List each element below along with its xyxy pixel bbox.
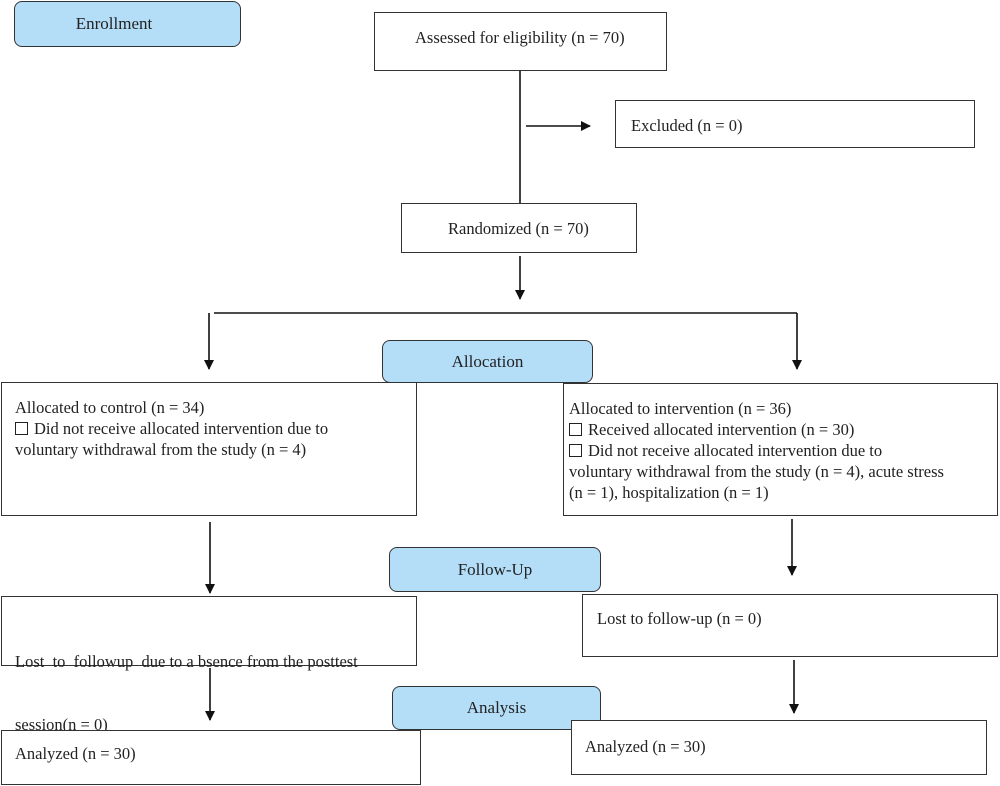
control-allocation-title: Allocated to control (n = 34) bbox=[15, 398, 205, 417]
assessed-box: Assessed for eligibility (n = 70) bbox=[374, 12, 667, 71]
control-allocation-item-text: Did not receive allocated intervention d… bbox=[34, 419, 329, 438]
intervention-followup-text: Lost to follow-up (n = 0) bbox=[597, 609, 762, 628]
intervention-followup-box: Lost to follow-up (n = 0) bbox=[582, 594, 998, 657]
stage-followup: Follow-Up bbox=[389, 547, 601, 592]
randomized-box: Randomized (n = 70) bbox=[401, 203, 637, 253]
excluded-box: Excluded (n = 0) bbox=[615, 100, 975, 148]
control-allocation-box: Allocated to control (n = 34) Did not re… bbox=[1, 382, 417, 516]
intervention-received-item: Received allocated intervention (n = 30) bbox=[569, 419, 997, 440]
control-analysis-box: Analyzed (n = 30) bbox=[1, 730, 421, 785]
control-analysis-text: Analyzed (n = 30) bbox=[15, 744, 136, 763]
assessed-text: Assessed for eligibility (n = 70) bbox=[415, 28, 625, 47]
stage-analysis-label: Analysis bbox=[466, 698, 527, 717]
control-allocation-item: Did not receive allocated intervention d… bbox=[15, 418, 416, 439]
randomized-text: Randomized (n = 70) bbox=[448, 219, 589, 238]
intervention-analysis-box: Analyzed (n = 30) bbox=[571, 720, 987, 775]
control-followup-line1: Lost to followup due to a bsence from th… bbox=[15, 652, 358, 671]
stage-allocation: Allocation bbox=[382, 340, 593, 383]
intervention-not-received-text: Did not receive allocated intervention d… bbox=[588, 441, 883, 460]
intervention-received-text: Received allocated intervention (n = 30) bbox=[588, 420, 855, 439]
stage-enrollment: Enrollment bbox=[14, 1, 241, 47]
control-followup-line2: session(n = 0) bbox=[15, 715, 108, 734]
intervention-analysis-text: Analyzed (n = 30) bbox=[585, 737, 706, 756]
intervention-not-received-cont2: (n = 1), hospitalization (n = 1) bbox=[569, 483, 769, 502]
stage-analysis: Analysis bbox=[392, 686, 601, 730]
intervention-not-received-cont1: voluntary withdrawal from the study (n =… bbox=[569, 462, 944, 481]
control-followup-box: Lost to followup due to a bsence from th… bbox=[1, 596, 417, 734]
stage-followup-label: Follow-Up bbox=[457, 559, 533, 579]
checkbox-icon bbox=[15, 422, 28, 435]
control-allocation-item-cont: voluntary withdrawal from the study (n =… bbox=[15, 440, 307, 459]
intervention-allocation-box: Allocated to intervention (n = 36) Recei… bbox=[563, 383, 998, 516]
excluded-text: Excluded (n = 0) bbox=[631, 116, 743, 135]
checkbox-icon bbox=[569, 423, 582, 436]
stage-allocation-label: Allocation bbox=[451, 351, 524, 371]
stage-enrollment-label: Enrollment bbox=[75, 14, 153, 33]
intervention-allocation-title: Allocated to intervention (n = 36) bbox=[569, 399, 792, 418]
intervention-not-received-item: Did not receive allocated intervention d… bbox=[569, 440, 997, 461]
checkbox-icon bbox=[569, 444, 582, 457]
